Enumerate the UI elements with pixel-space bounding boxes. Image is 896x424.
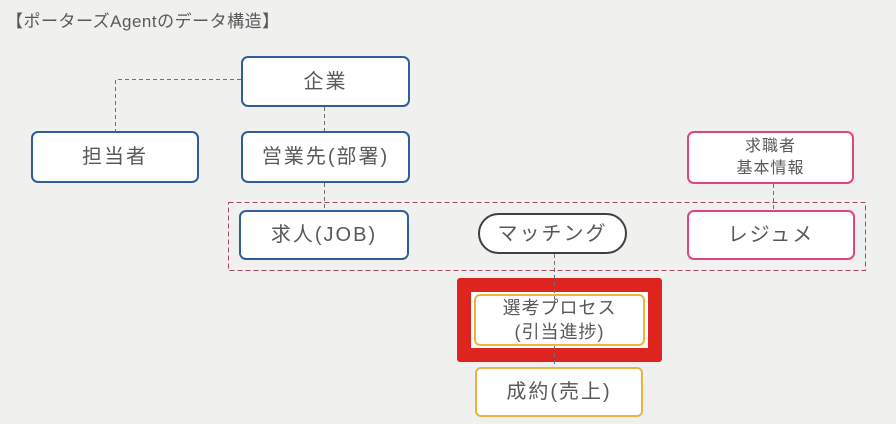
node-resume-label: レジュメ <box>727 224 815 246</box>
node-job-seeker-label-line2: 基本情報 <box>736 159 805 177</box>
node-matching-label: マッチング <box>497 222 608 245</box>
node-selection-process: 選考プロセス (引当進捗) <box>474 294 645 346</box>
node-company-label: 企業 <box>303 70 348 93</box>
connector-company-person <box>115 79 241 131</box>
diagram-title: 【ポーターズAgentのデータ構造】 <box>6 12 280 31</box>
node-job-seeker-label-line1: 求職者 <box>744 138 796 156</box>
node-matching: マッチング <box>478 213 627 254</box>
node-contract-sales-label: 成約(売上) <box>506 381 612 403</box>
node-selection-process-label-line1: 選考プロセス <box>502 297 617 318</box>
node-company: 企業 <box>241 56 410 107</box>
node-contract-sales: 成約(売上) <box>475 367 643 417</box>
node-selection-process-label-line2: (引当進捗) <box>514 322 605 342</box>
node-person-in-charge: 担当者 <box>31 131 199 183</box>
node-job-label: 求人(JOB) <box>270 224 378 246</box>
node-job-seeker-basic-info: 求職者 基本情報 <box>687 131 854 184</box>
node-sales-department: 営業先(部署) <box>241 131 410 183</box>
node-job: 求人(JOB) <box>239 210 409 260</box>
node-resume: レジュメ <box>687 210 855 260</box>
node-person-in-charge-label: 担当者 <box>82 146 148 168</box>
node-sales-department-label: 営業先(部署) <box>261 146 390 168</box>
